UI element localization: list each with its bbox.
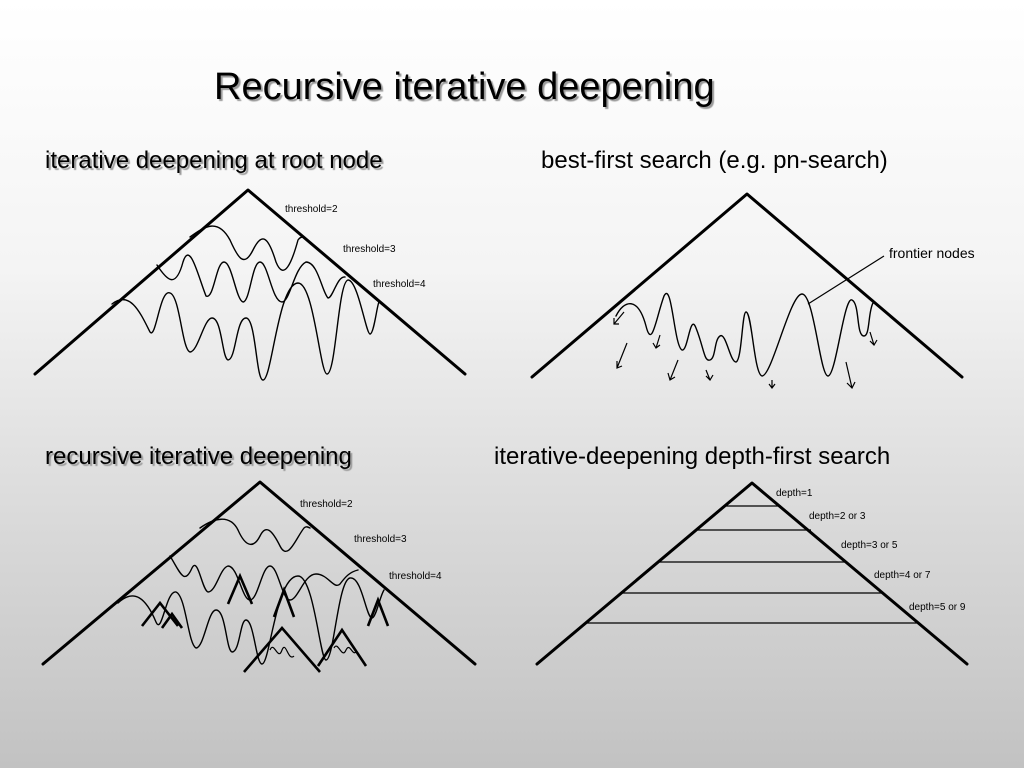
panel-title-recursive: recursive iterative deepening <box>45 443 352 470</box>
depth-1-label: depth=1 <box>776 488 813 499</box>
diagram-iterative-root: threshold=2 threshold=3 threshold=4 <box>33 188 467 381</box>
threshold-3-label: threshold=3 <box>354 534 407 545</box>
arrow-icon <box>667 359 679 381</box>
threshold-3-curve <box>156 254 346 303</box>
arrow-icon <box>652 334 661 349</box>
diagram-idfs: depth=1 depth=2 or 3 depth=3 or 5 depth=… <box>535 481 969 666</box>
search-tree-triangle <box>33 188 467 376</box>
recursive-subtrees <box>140 572 390 673</box>
depth-3-label: depth=3 or 5 <box>841 540 898 551</box>
subtree-curve <box>333 645 357 654</box>
slide-title: Recursive iterative deepening <box>214 66 715 108</box>
threshold-2-label: threshold=2 <box>285 204 338 215</box>
frontier-annotation-pointer <box>807 255 885 305</box>
subtree-triangle <box>226 572 254 605</box>
depth-2-label: depth=2 or 3 <box>809 511 866 522</box>
arrow-icon <box>869 331 878 346</box>
search-tree-triangle <box>535 481 969 666</box>
frontier-curve <box>615 292 874 377</box>
panel-title-iterative-root: iterative deepening at root node <box>45 147 383 174</box>
diagram-recursive: threshold=2 threshold=3 threshold=4 <box>41 480 477 673</box>
search-tree-triangle <box>530 192 964 379</box>
threshold-4-label: threshold=4 <box>373 279 426 290</box>
subtree-curve <box>269 646 295 658</box>
threshold-2-label: threshold=2 <box>300 499 353 510</box>
search-tree-triangle <box>41 480 477 666</box>
subtree-triangle <box>140 600 180 627</box>
threshold-4-label: threshold=4 <box>389 571 442 582</box>
arrow-icon <box>613 311 625 325</box>
threshold-3-curve <box>169 555 359 601</box>
frontier-nodes-label: frontier nodes <box>889 245 975 261</box>
threshold-2-curve <box>199 518 311 553</box>
threshold-3-label: threshold=3 <box>343 244 396 255</box>
panel-title-idfs: iterative-deepening depth-first search <box>494 443 891 470</box>
subtree-triangle <box>366 596 390 627</box>
expansion-arrows <box>613 311 878 390</box>
threshold-4-curve <box>117 575 385 665</box>
arrow-icon <box>845 361 856 390</box>
subtree-triangle <box>316 627 368 667</box>
subtree-triangle <box>243 626 321 673</box>
panel-title-best-first: best-first search (e.g. pn-search) <box>541 147 888 174</box>
threshold-2-curve <box>189 225 306 271</box>
arrow-icon <box>616 342 628 369</box>
arrow-icon <box>768 380 776 389</box>
arrow-icon <box>705 369 714 381</box>
depth-4-label: depth=4 or 7 <box>874 570 931 581</box>
threshold-4-curve <box>111 279 380 381</box>
subtree-triangle <box>160 611 184 629</box>
depth-5-label: depth=5 or 9 <box>909 602 966 613</box>
diagram-best-first: frontier nodes <box>530 192 975 390</box>
subtree-triangle <box>272 586 296 618</box>
